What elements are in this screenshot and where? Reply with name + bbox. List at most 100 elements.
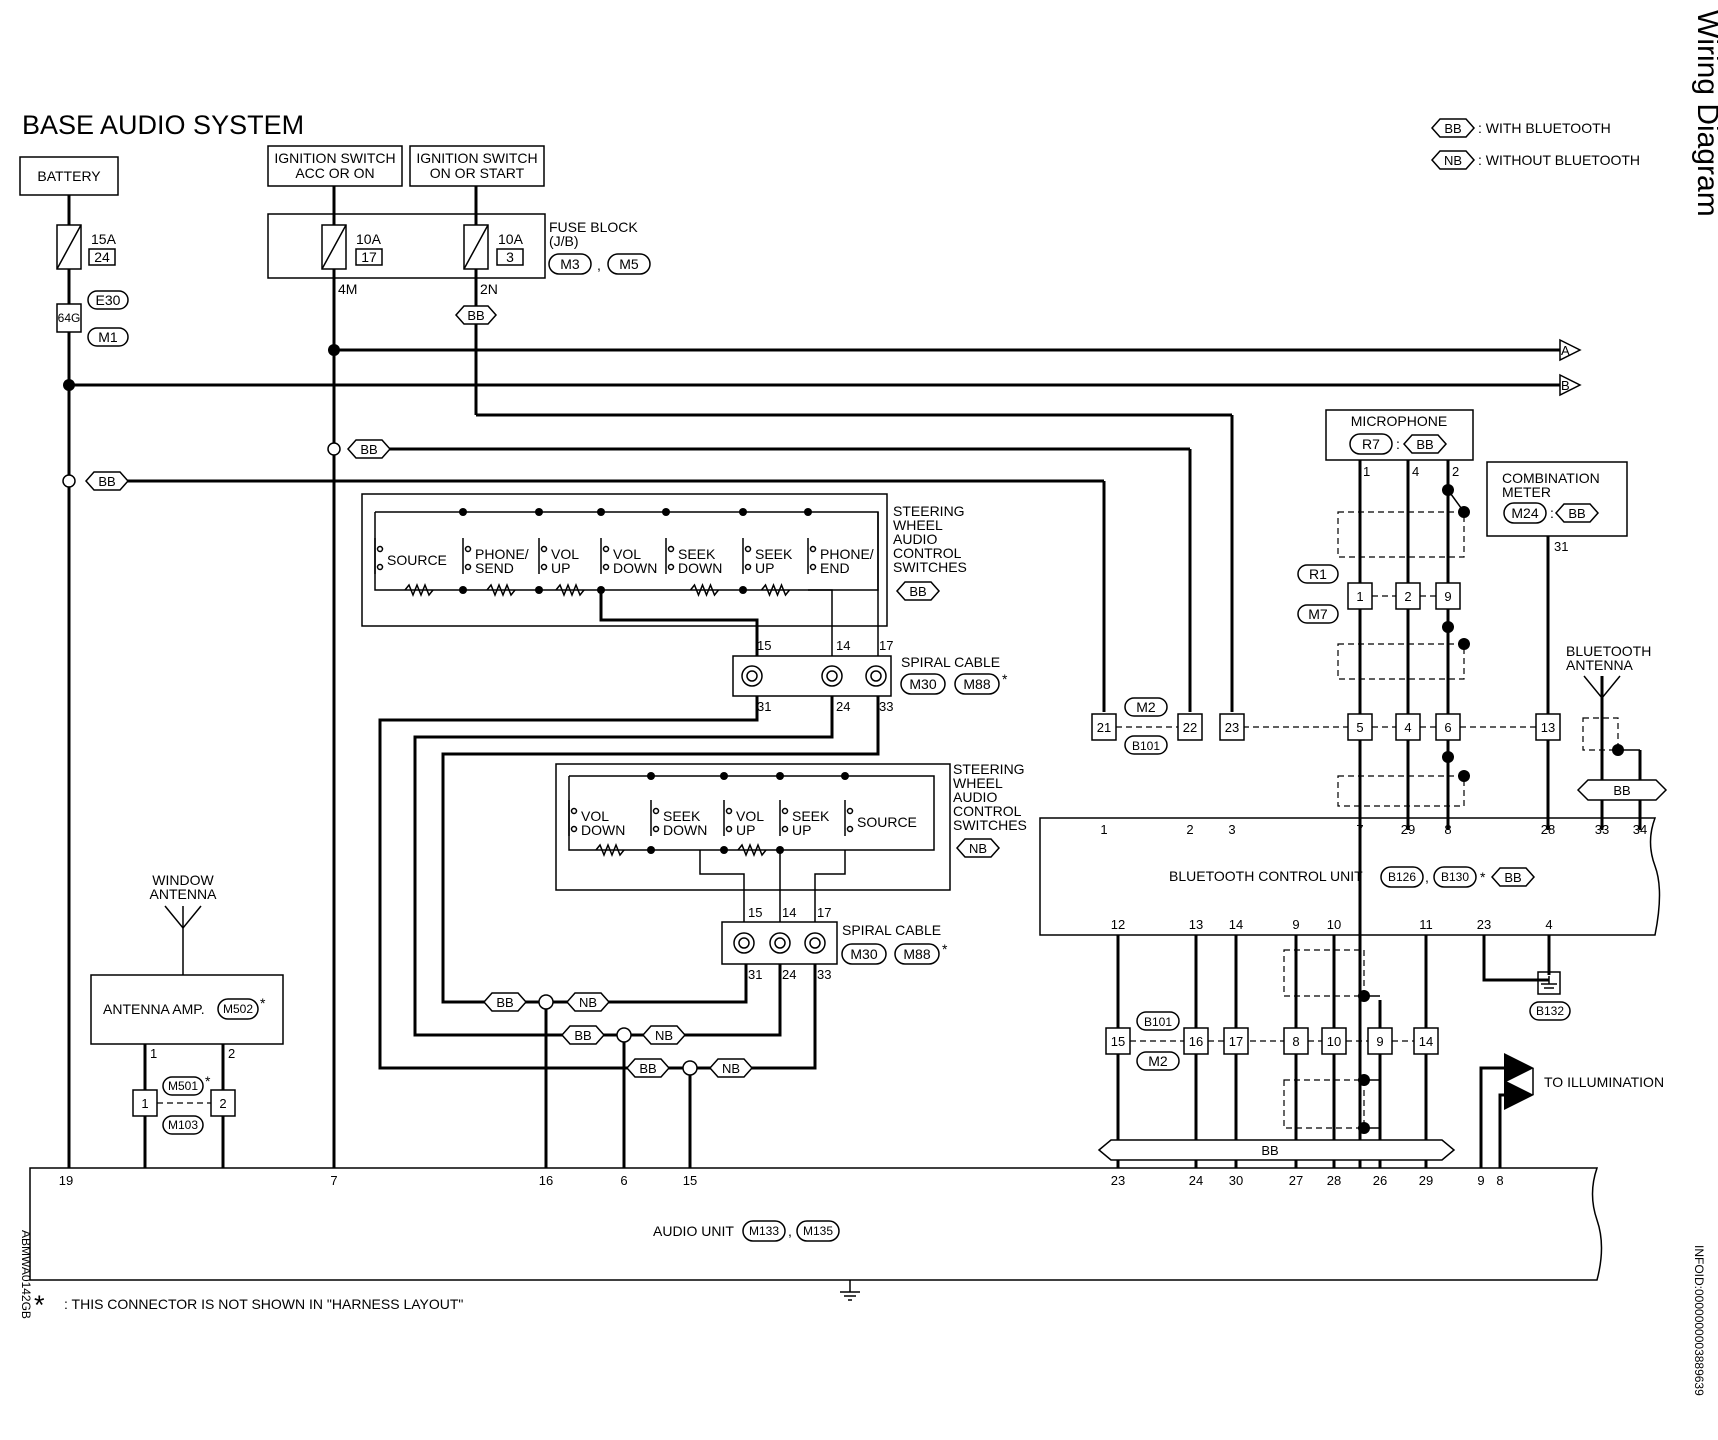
svg-text:SOURCE: SOURCE (387, 552, 447, 568)
svg-text:,: , (1425, 869, 1429, 885)
svg-text:23: 23 (1225, 720, 1239, 735)
svg-text:SOURCE: SOURCE (857, 814, 917, 830)
svg-text:NB: NB (969, 841, 987, 856)
svg-text:M30: M30 (850, 946, 877, 962)
svg-text:STEERING: STEERING (953, 761, 1025, 777)
svg-text:ON OR START: ON OR START (430, 165, 525, 181)
svg-text:24: 24 (782, 967, 796, 982)
svg-text:TO ILLUMINATION: TO ILLUMINATION (1544, 1074, 1664, 1090)
svg-text:SEND: SEND (475, 560, 514, 576)
svg-text:M30: M30 (909, 676, 936, 692)
svg-text:ANTENNA: ANTENNA (150, 886, 218, 902)
svg-text:1: 1 (141, 1096, 148, 1111)
svg-text:4: 4 (1412, 464, 1419, 479)
svg-text:M133: M133 (749, 1224, 779, 1238)
svg-text:BB: BB (1444, 121, 1461, 136)
svg-text:MICROPHONE: MICROPHONE (1351, 413, 1447, 429)
tag-nb-w16: NB (565, 992, 611, 1012)
svg-text:1: 1 (150, 1046, 157, 1061)
spiral-cable-1: 15 14 17 31 24 33 SPIRAL CABLE M30 M88 * (732, 638, 1008, 714)
combination-meter: COMBINATION METER M24 : BB 31 (1486, 461, 1628, 830)
svg-text:NB: NB (579, 995, 597, 1010)
connector-r1: R1 (1297, 564, 1339, 584)
svg-text:24: 24 (836, 699, 850, 714)
svg-text:ACC OR ON: ACC OR ON (295, 165, 374, 181)
svg-text:B126: B126 (1388, 870, 1416, 884)
svg-text:BB: BB (909, 584, 926, 599)
svg-text:R7: R7 (1362, 436, 1380, 452)
lower-conn-16: 16 (1183, 1027, 1209, 1055)
svg-text:BB: BB (1568, 506, 1585, 521)
svg-text:M2: M2 (1148, 1053, 1168, 1069)
doc-code: ABMWA0142GB (19, 1230, 33, 1319)
svg-text:VOL: VOL (613, 546, 641, 562)
tag-bb-batt: BB (84, 471, 130, 491)
svg-text:SPIRAL CABLE: SPIRAL CABLE (901, 654, 1000, 670)
svg-text:VOL: VOL (581, 808, 609, 824)
svg-text:DOWN: DOWN (613, 560, 657, 576)
mic-junction: 1 2 9 (1347, 582, 1461, 610)
audio-pin-27: 27 (1289, 1173, 1303, 1188)
svg-text:A: A (1561, 343, 1570, 358)
svg-text:M103: M103 (168, 1118, 198, 1132)
svg-text:BB: BB (360, 442, 377, 457)
switch-bb-1: PHONE/SEND (459, 508, 529, 576)
svg-text:M88: M88 (903, 946, 930, 962)
svg-text:NB: NB (722, 1061, 740, 1076)
svg-text::: : (1396, 436, 1400, 452)
svg-text:NB: NB (1444, 153, 1462, 168)
svg-text:33: 33 (879, 699, 893, 714)
bcu-bottom-pin-9: 9 (1292, 917, 1299, 932)
svg-text:CONTROL: CONTROL (953, 803, 1022, 819)
svg-text:BLUETOOTH CONTROL UNIT: BLUETOOTH CONTROL UNIT (1169, 868, 1363, 884)
svg-text:SPIRAL CABLE: SPIRAL CABLE (842, 922, 941, 938)
bluetooth-antenna: BLUETOOTH ANTENNA BB (1566, 643, 1668, 830)
upper-conn-13: 13 (1535, 713, 1561, 741)
svg-text:B101: B101 (1144, 1015, 1172, 1029)
svg-text:10A: 10A (356, 231, 382, 247)
svg-text:(J/B): (J/B) (549, 233, 579, 249)
audio-pin-26: 26 (1373, 1173, 1387, 1188)
tag-bb-2n: BB (454, 305, 498, 325)
side-title: Wiring Diagram (1691, 10, 1718, 217)
svg-text:24: 24 (94, 249, 110, 265)
lower-conn-17: 17 (1223, 1027, 1249, 1055)
svg-text:14: 14 (1419, 1034, 1433, 1049)
svg-text:4M: 4M (338, 281, 357, 297)
lower-conn-14: 14 (1413, 1027, 1439, 1055)
svg-text:*: * (260, 995, 266, 1011)
battery-fuse: 15A 24 (56, 224, 117, 270)
bluetooth-control-unit: BLUETOOTH CONTROL UNIT B126 , B130 * BB … (1039, 817, 1661, 936)
svg-text:ANTENNA AMP.: ANTENNA AMP. (103, 1001, 205, 1017)
tag-bb-w16: BB (482, 992, 528, 1012)
svg-text:,: , (597, 257, 601, 273)
svg-text:STEERING: STEERING (893, 503, 965, 519)
svg-text:*: * (1002, 671, 1008, 687)
svg-text:UP: UP (792, 822, 811, 838)
svg-text:M24: M24 (1511, 505, 1538, 521)
spiral-cable-2: 15 14 17 31 24 33 SPIRAL CABLE M30 M88 * (721, 905, 948, 982)
svg-text:BB: BB (1504, 870, 1521, 885)
power-wires (62, 186, 1560, 1168)
svg-text:15: 15 (757, 638, 771, 653)
svg-text:M5: M5 (619, 256, 639, 272)
svg-text:END: END (820, 560, 850, 576)
upper-conn-23: 23 (1219, 713, 1245, 741)
audio-pin-23: 23 (1111, 1173, 1125, 1188)
svg-text:FUSE BLOCK: FUSE BLOCK (549, 219, 638, 235)
svg-text:BB: BB (98, 474, 115, 489)
battery-label: BATTERY (37, 168, 101, 184)
bcu-top-pin-1: 1 (1100, 822, 1107, 837)
svg-text:PHONE/: PHONE/ (820, 546, 874, 562)
antenna-amp: ANTENNA AMP. M502 * 1 2 1 2 M501 * M103 (90, 974, 284, 1168)
mic-wires (1337, 460, 1470, 1168)
fuse-block: 10A 17 10A 3 FUSE BLOCK (J/B) M3 , M5 4M… (267, 213, 651, 297)
to-illumination: TO ILLUMINATION (1479, 1053, 1664, 1168)
